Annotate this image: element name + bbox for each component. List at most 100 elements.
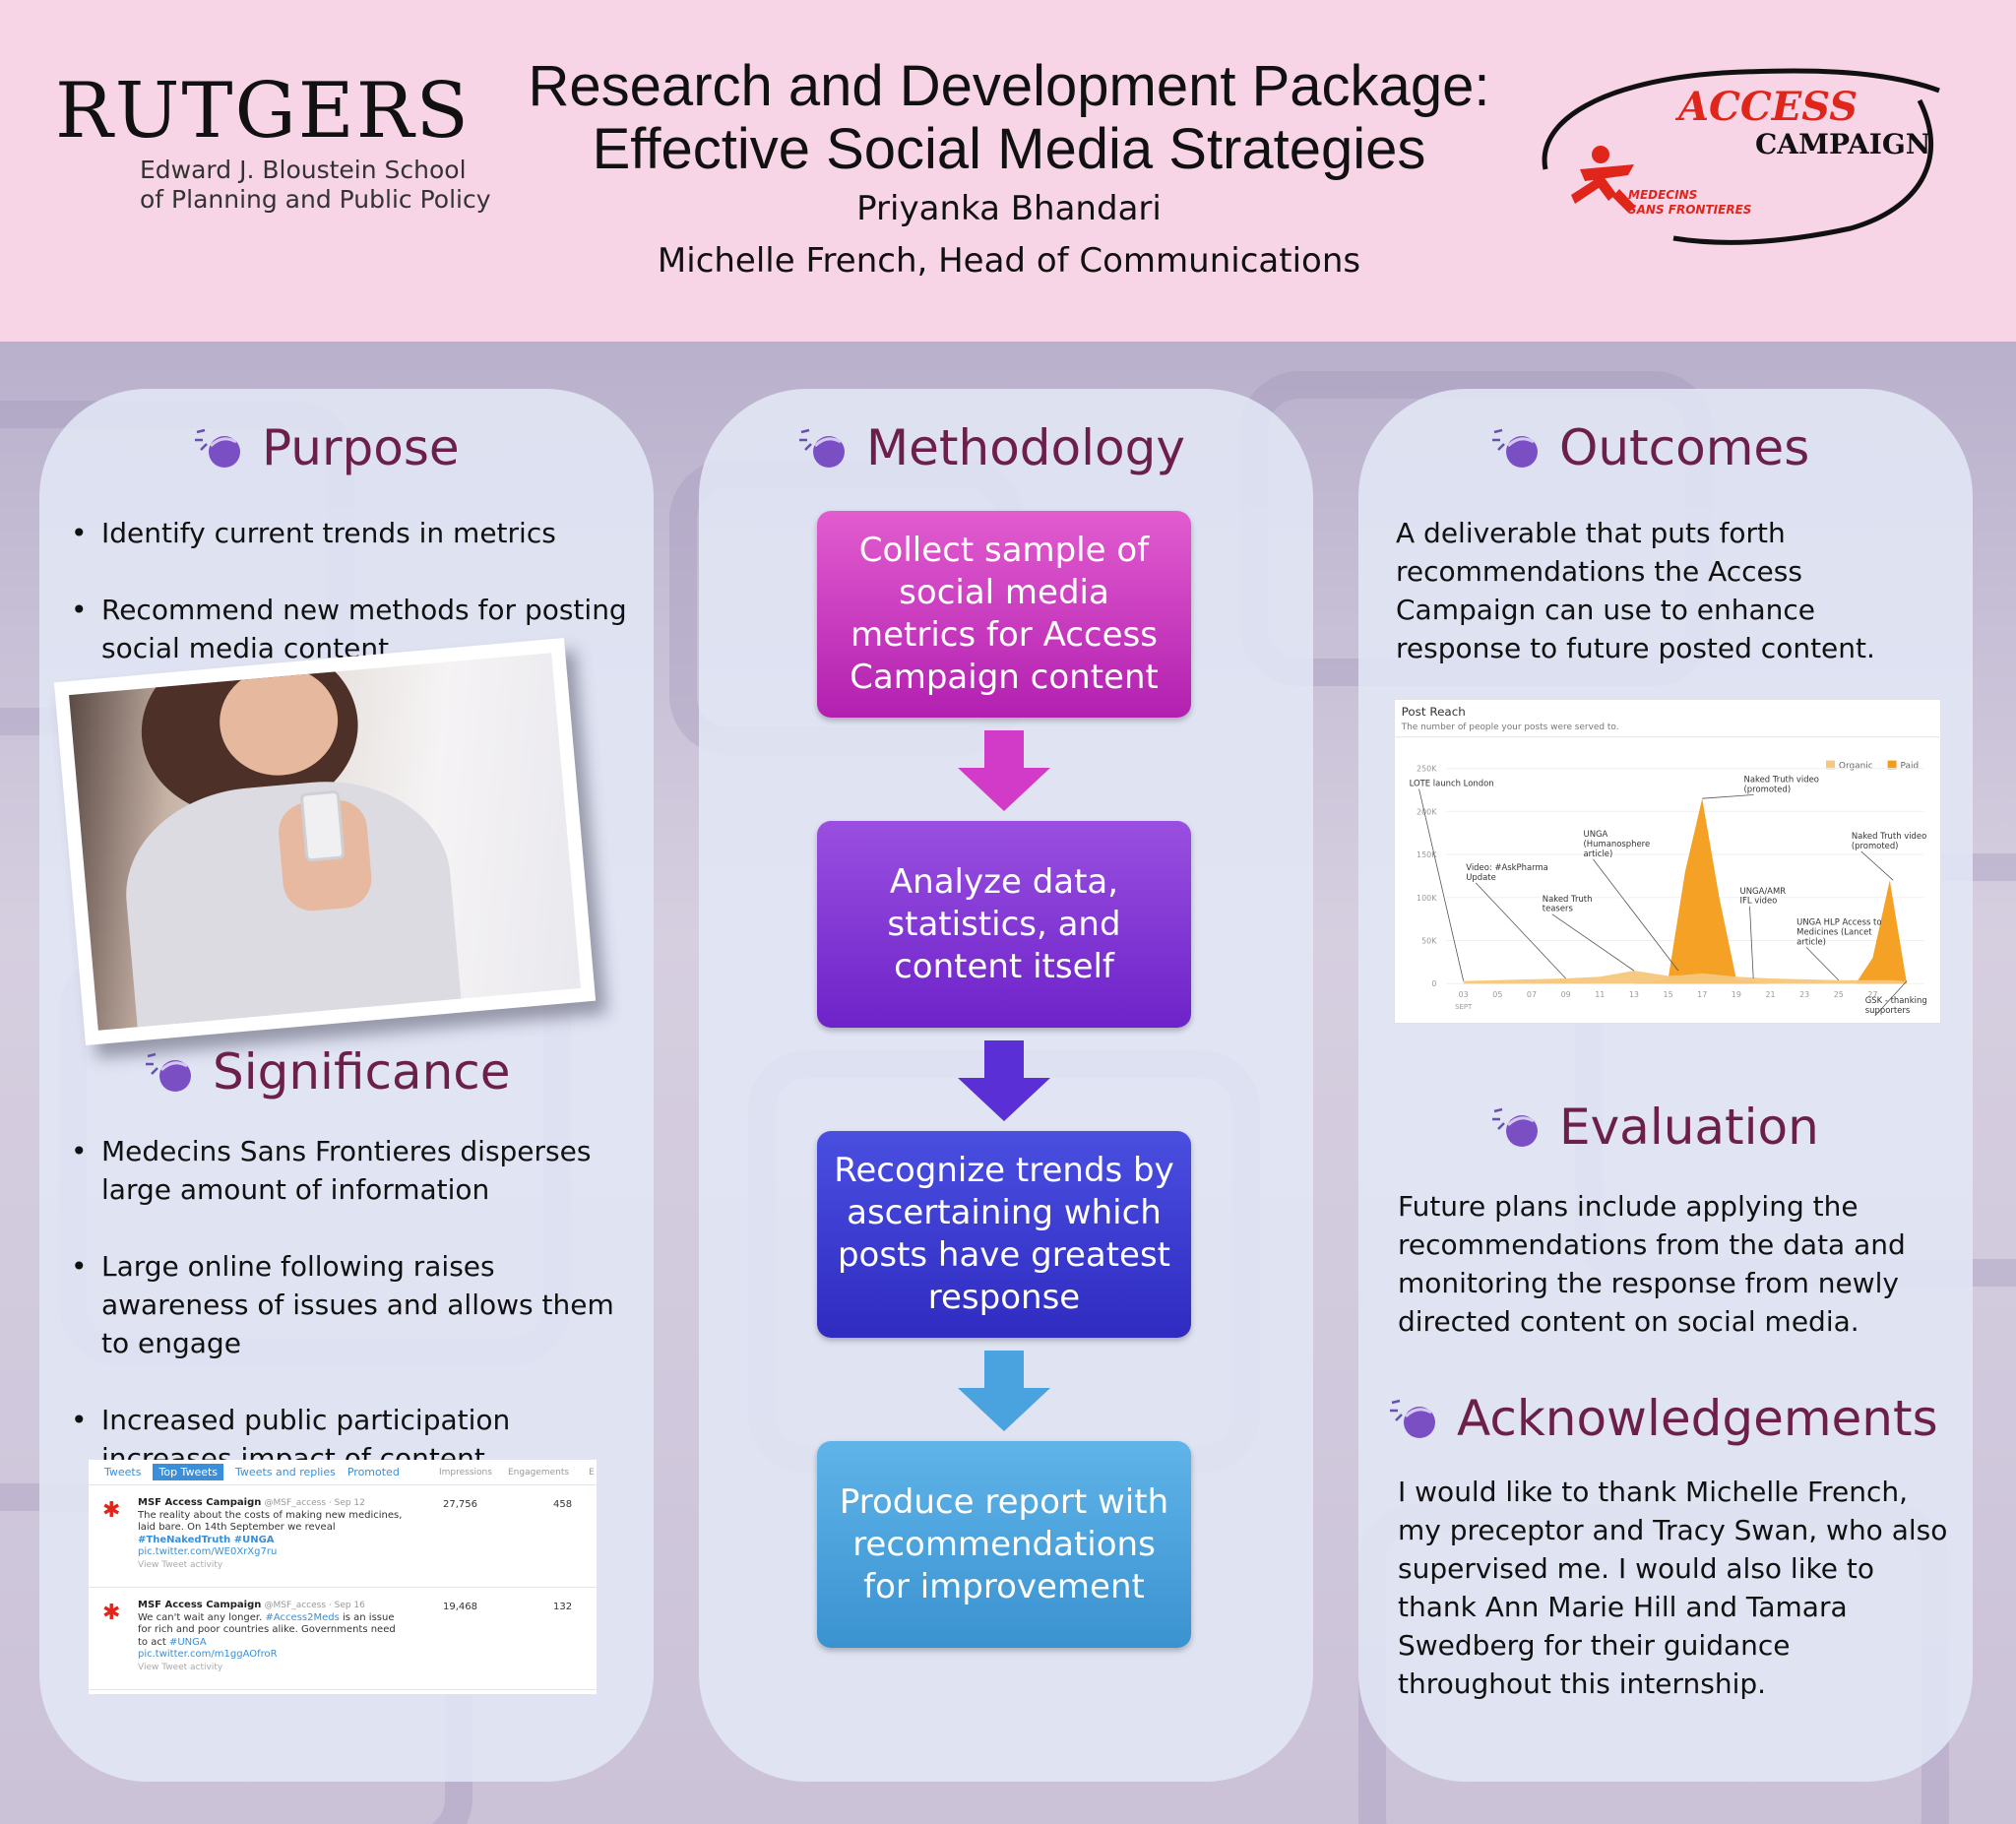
rutgers-wordmark: RUTGERS [55, 67, 471, 156]
outcomes-text: A deliverable that puts forth recommenda… [1396, 517, 1875, 664]
annotation-leader-line [1860, 850, 1894, 881]
x-tick-label: 27 [1867, 990, 1877, 999]
tweet-hashtags[interactable]: #TheNakedTruth #UNGA [138, 1534, 275, 1545]
view-tweet-activity[interactable]: View Tweet activity [138, 1662, 223, 1672]
tweet-text-part: is an issue for rich and poor countries … [138, 1611, 396, 1648]
msf-logo-icon: ✱ [102, 1601, 121, 1625]
annotation-label: UNGA [1584, 829, 1608, 839]
evaluation-title: Evaluation [1559, 1099, 1819, 1156]
annotation-leader-line [1593, 858, 1679, 972]
tweet-link[interactable]: pic.twitter.com/WE0XrXg7ru [138, 1546, 278, 1557]
right-panel [1358, 389, 1973, 1782]
tweet-handle: @MSF_access · Sep 16 [264, 1601, 365, 1610]
significance-title: Significance [213, 1043, 511, 1101]
x-tick-label: 09 [1561, 990, 1571, 999]
tweet-impressions: 19,468 [443, 1602, 477, 1612]
mouse-click-icon [1390, 1399, 1435, 1438]
tweet-text: We can't wait any longer. #Access2Meds i… [138, 1612, 404, 1650]
y-tick-label: 150K [1417, 850, 1437, 859]
logo-msf-line-1: MEDECINS [1628, 188, 1697, 202]
x-tick-label: 03 [1459, 990, 1469, 999]
annotation-label: UNGA HLP Access to [1796, 917, 1881, 927]
legend-swatch-organic [1826, 760, 1835, 770]
annotation-label: (promoted) [1744, 784, 1792, 793]
annotation-label: supporters [1865, 1005, 1910, 1015]
purpose-bullet: Identify current trends in metrics [71, 514, 632, 552]
mouse-click-icon [195, 428, 240, 468]
msf-logo-icon: ✱ [102, 1498, 121, 1523]
chart-subtitle: The number of people your posts were ser… [1401, 723, 1619, 732]
annotation-label: Update [1466, 872, 1496, 882]
tweet-author: MSF Access Campaign [138, 1497, 262, 1508]
tweet-handle: @MSF_access · Sep 12 [264, 1498, 365, 1508]
x-tick-label: 07 [1527, 990, 1537, 999]
annotation-leader-line [1551, 913, 1635, 972]
poster-title-block: Research and Development Package: Effect… [512, 55, 1506, 285]
author-name: Priyanka Bhandari [856, 189, 1162, 228]
method-step-2: Analyze data, statistics, and content it… [817, 821, 1191, 1028]
tweet-link[interactable]: pic.twitter.com/m1ggAOfroR [138, 1649, 278, 1660]
column-impressions: Impressions [439, 1468, 492, 1478]
x-tick-label: 15 [1664, 990, 1673, 999]
annotation-leader-line [1749, 906, 1754, 979]
y-tick-label: 50K [1421, 936, 1437, 945]
tweet-hashtag[interactable]: #UNGA [168, 1636, 207, 1648]
tab-promoted[interactable]: Promoted [346, 1466, 400, 1478]
x-tick-label: 21 [1765, 990, 1775, 999]
outcomes-heading: Outcomes [1490, 419, 1809, 476]
down-arrow-icon [958, 1040, 1050, 1121]
tab-tweets-and-replies[interactable]: Tweets and replies [235, 1466, 336, 1478]
logo-msf-line-2: SANS FRONTIERES [1628, 203, 1751, 217]
down-arrow-icon [958, 1351, 1050, 1431]
tab-top-tweets[interactable]: Top Tweets [153, 1464, 224, 1480]
x-tick-label: 17 [1697, 990, 1707, 999]
school-line-2: of Planning and Public Policy [140, 185, 491, 214]
mouse-click-icon [146, 1052, 191, 1092]
legend-swatch-paid [1887, 760, 1897, 770]
column-engagements: Engagements [508, 1468, 570, 1478]
tweet-tabs: Tweets Top Tweets Tweets and replies Pro… [89, 1460, 597, 1485]
access-campaign-logo: ACCESS CAMPAIGN MEDECINS SANS FRONTIERES [1542, 68, 1940, 245]
purpose-heading: Purpose [193, 419, 460, 476]
smartphone-icon [299, 789, 346, 862]
logo-access-text: ACCESS [1674, 84, 1858, 130]
view-tweet-activity[interactable]: View Tweet activity [138, 1559, 223, 1570]
y-tick-label: 100K [1417, 894, 1437, 903]
annotation-label: Naked Truth video [1744, 774, 1819, 784]
x-tick-label: 25 [1834, 990, 1844, 999]
significance-heading: Significance [144, 1043, 511, 1101]
purpose-bullet: Recommend new methods for posting social… [71, 591, 632, 667]
logo-campaign-text: CAMPAIGN [1755, 128, 1930, 160]
tweet-row: ✱ MSF Access Campaign @MSF_access · Sep … [89, 1588, 597, 1690]
annotation-leader-line [1418, 788, 1465, 981]
tab-tweets[interactable]: Tweets [104, 1466, 142, 1478]
x-tick-label: 11 [1595, 990, 1605, 999]
annotation-label: GSK - thanking [1865, 995, 1927, 1005]
annotation-label: article) [1796, 936, 1826, 946]
y-tick-label: 200K [1417, 807, 1437, 816]
y-tick-label: 250K [1417, 765, 1437, 774]
methodology-title: Methodology [866, 419, 1185, 476]
method-step-4: Produce report with recommendations for … [817, 1441, 1191, 1648]
annotation-leader-line [1475, 882, 1566, 979]
annotation-leader-line [1702, 794, 1754, 799]
tweet-author: MSF Access Campaign [138, 1600, 262, 1610]
x-tick-label: 13 [1629, 990, 1639, 999]
series-area-paid [1463, 798, 1908, 984]
y-tick-label: 0 [1431, 979, 1436, 988]
supervisor-name: Michelle French, Head of Communications [657, 241, 1361, 281]
title-line-1: Research and Development Package: [528, 54, 1490, 118]
chart-areas [1463, 798, 1908, 984]
annotation-label: article) [1584, 849, 1613, 858]
acknowledgements-title: Acknowledgements [1457, 1390, 1938, 1447]
annotation-label: (promoted) [1852, 841, 1899, 850]
msf-running-figure-icon [1571, 146, 1636, 213]
annotation-label: Medicines (Lancet [1796, 927, 1872, 937]
x-unit-label: SEPT [1455, 1003, 1473, 1011]
tweet-hashtag[interactable]: #Access2Meds [265, 1611, 340, 1623]
annotation-label: Naked Truth [1543, 894, 1593, 904]
mouse-click-icon [799, 428, 845, 468]
x-tick-label: 05 [1492, 990, 1502, 999]
annotation-label: LOTE launch London [1410, 778, 1494, 787]
